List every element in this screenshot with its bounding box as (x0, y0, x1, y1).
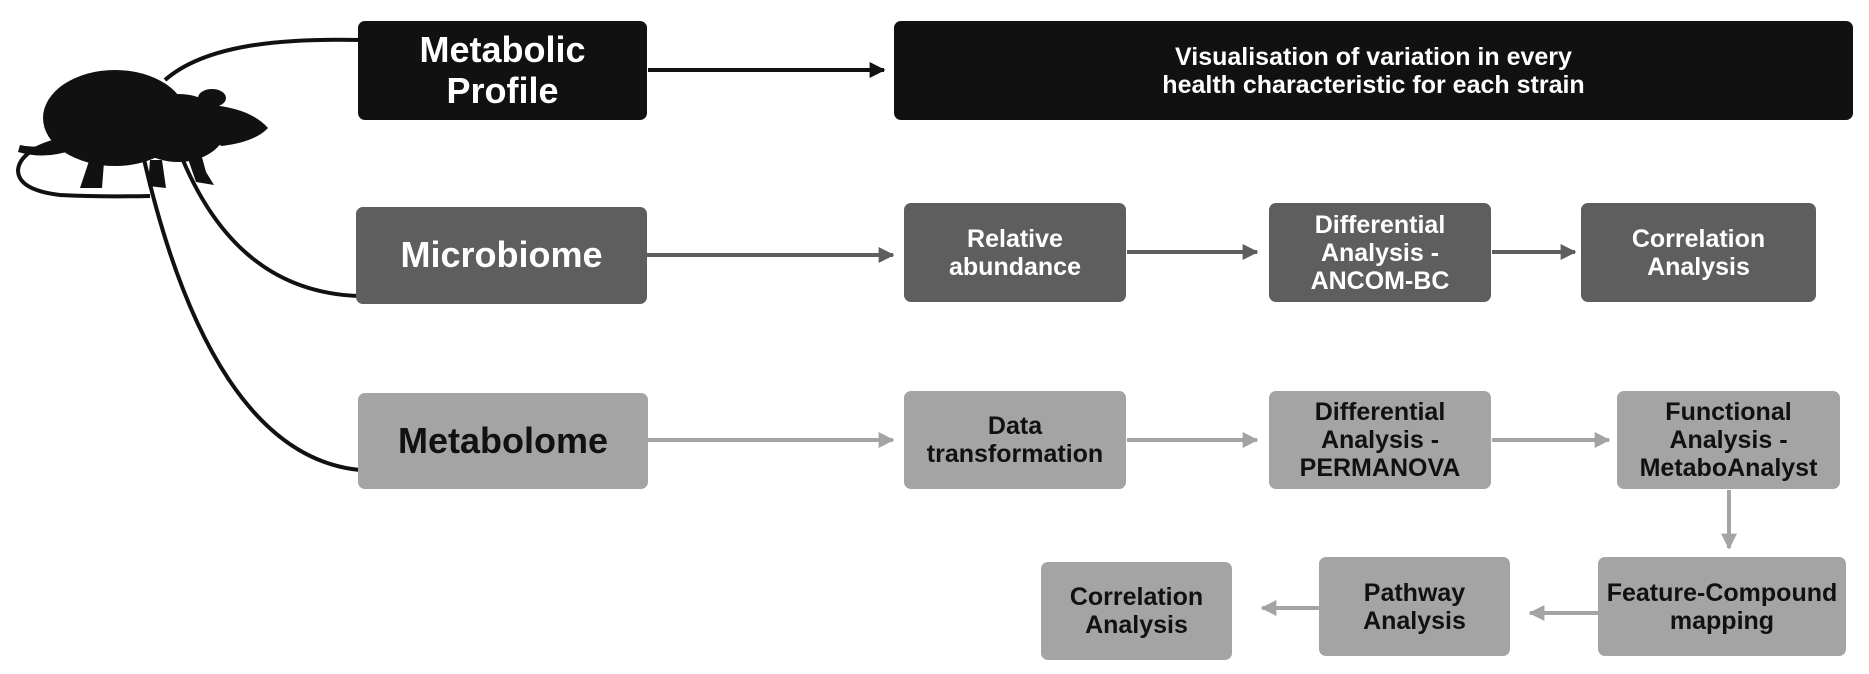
metabolic-profile-box: Metabolic Profile (358, 21, 647, 120)
metabolome-differential-analysis-label: Differential Analysis - PERMANOVA (1299, 398, 1461, 482)
relative-abundance-label: Relative abundance (949, 224, 1081, 281)
metabolic-profile-label: Metabolic Profile (419, 29, 586, 111)
metabolome-label: Metabolome (397, 419, 609, 461)
microbiome-box: Microbiome (356, 207, 647, 304)
microbiome-differential-analysis-box: Differential Analysis - ANCOM-BC (1269, 203, 1491, 302)
relative-abundance-box: Relative abundance (904, 203, 1126, 302)
visualisation-label: Visualisation of variation in every heal… (1162, 42, 1585, 99)
feature-compound-mapping-label: Feature-Compound mapping (1606, 578, 1838, 635)
feature-compound-mapping-box: Feature-Compound mapping (1598, 557, 1846, 656)
visualisation-box: Visualisation of variation in every heal… (894, 21, 1853, 120)
metabolome-differential-analysis-box: Differential Analysis - PERMANOVA (1269, 391, 1491, 489)
data-transformation-box: Data transformation (904, 391, 1126, 489)
pathway-analysis-box: Pathway Analysis (1319, 557, 1510, 656)
connector-to-microbiome (173, 139, 359, 298)
rat-silhouette-icon (18, 70, 268, 188)
functional-analysis-label: Functional Analysis - MetaboAnalyst (1639, 398, 1818, 482)
connector-to-metabolic-profile (163, 37, 363, 82)
metabolome-box: Metabolome (358, 393, 648, 489)
rat-tail (15, 138, 151, 199)
metabolome-correlation-analysis-box: Correlation Analysis (1041, 562, 1232, 660)
microbiome-correlation-analysis-label: Correlation Analysis (1631, 224, 1766, 281)
microbiome-label: Microbiome (400, 234, 603, 276)
connector-to-metabolome (141, 154, 361, 472)
functional-analysis-box: Functional Analysis - MetaboAnalyst (1617, 391, 1840, 489)
microbiome-correlation-analysis-box: Correlation Analysis (1581, 203, 1816, 302)
data-transformation-label: Data transformation (926, 412, 1104, 468)
pathway-analysis-label: Pathway Analysis (1363, 578, 1466, 635)
metabolome-correlation-analysis-label: Correlation Analysis (1069, 583, 1204, 639)
microbiome-differential-analysis-label: Differential Analysis - ANCOM-BC (1310, 210, 1450, 295)
